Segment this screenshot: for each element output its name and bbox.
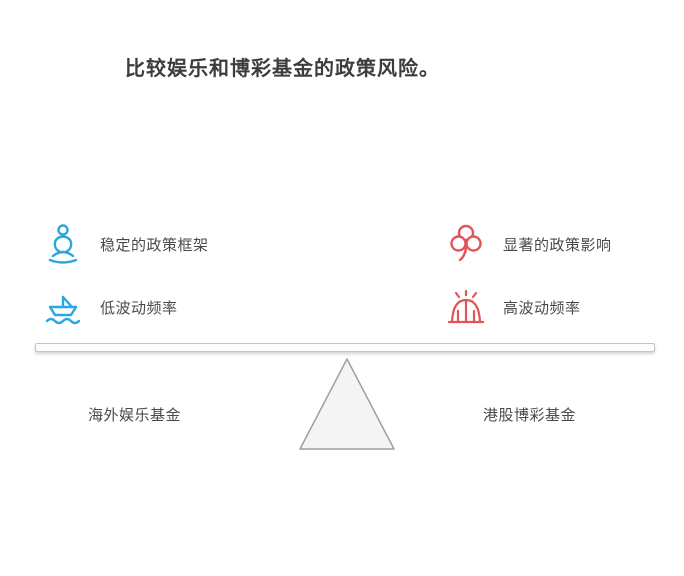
roller-coaster-icon <box>445 284 487 330</box>
fulcrum-triangle <box>297 356 397 452</box>
diagram-title: 比较娱乐和博彩基金的政策风险。 <box>125 58 440 80</box>
feature-label: 稳定的政策框架 <box>100 236 209 254</box>
boat-icon <box>42 284 84 330</box>
left-feature-stable-policy: 稳定的政策框架 <box>42 221 209 267</box>
meditating-person-icon <box>42 221 84 267</box>
feature-label: 低波动频率 <box>100 299 178 317</box>
right-feature-high-volatility: 高波动频率 <box>445 284 581 330</box>
seesaw-beam <box>35 343 655 352</box>
right-fund-label: 港股博彩基金 <box>483 407 577 424</box>
feature-label: 高波动频率 <box>503 299 581 317</box>
left-feature-low-volatility: 低波动频率 <box>42 284 178 330</box>
left-fund-label: 海外娱乐基金 <box>88 407 182 424</box>
clover-icon <box>445 221 487 267</box>
right-feature-policy-impact: 显著的政策影响 <box>445 221 612 267</box>
feature-label: 显著的政策影响 <box>503 236 612 254</box>
